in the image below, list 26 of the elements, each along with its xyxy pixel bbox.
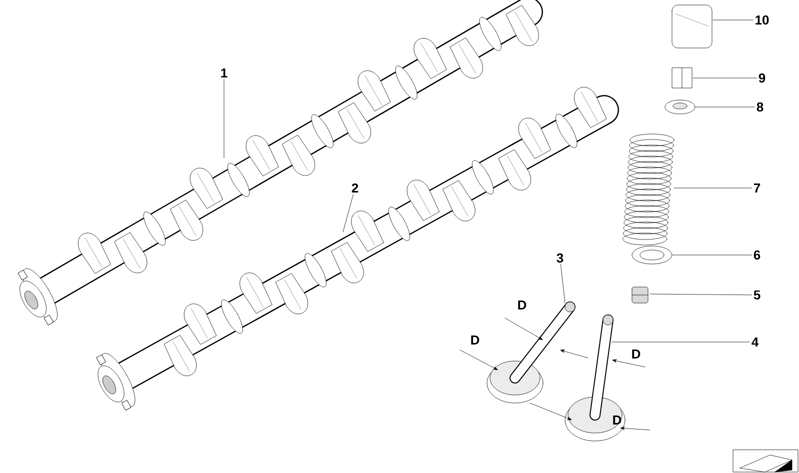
callout-number: 6 xyxy=(754,250,760,260)
leader-line xyxy=(560,264,566,304)
tappet-drawing xyxy=(672,4,712,48)
camshaft-drawing xyxy=(96,86,619,410)
valve-drawing xyxy=(530,314,650,442)
camshaft-drawing xyxy=(18,0,543,326)
spring-drawing xyxy=(622,134,674,246)
retainer-drawing xyxy=(664,100,696,114)
dimension-label: D xyxy=(471,336,480,344)
dimension-label: D xyxy=(613,416,622,424)
leader-line xyxy=(650,294,752,296)
callout-number: 4 xyxy=(752,338,759,346)
callout-number: 2 xyxy=(352,183,358,193)
callout-number: 9 xyxy=(758,73,766,83)
callout-number: 7 xyxy=(754,184,760,192)
keeper-drawing xyxy=(672,68,692,88)
callout-number: 10 xyxy=(756,15,769,25)
dimension-label: D xyxy=(632,350,640,358)
callout-number: 8 xyxy=(756,102,764,112)
leader-line xyxy=(342,194,354,232)
leader-line xyxy=(672,254,752,256)
leader-line xyxy=(696,106,755,108)
washer-drawing xyxy=(632,246,672,264)
seal-drawing xyxy=(632,286,648,304)
dimension-label: D xyxy=(518,300,526,310)
callout-number: 5 xyxy=(754,290,760,300)
